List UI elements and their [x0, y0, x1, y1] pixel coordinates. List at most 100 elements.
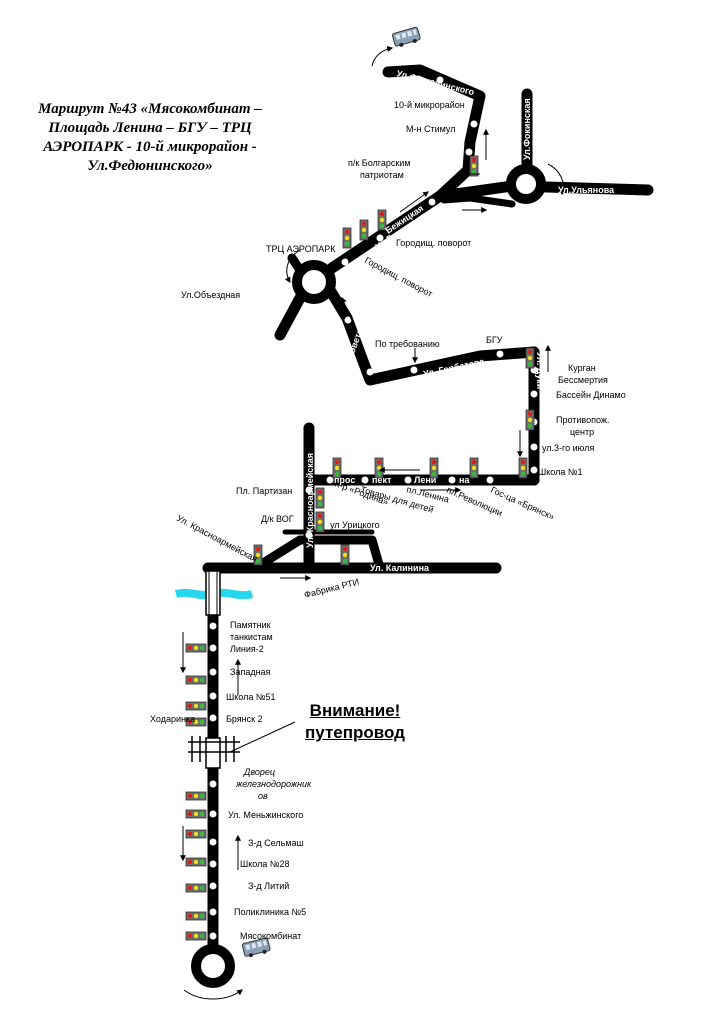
traffic-light	[315, 487, 325, 509]
traffic-light-lamp	[471, 163, 477, 169]
traffic-light-lamp	[431, 465, 437, 471]
traffic-light-lamp	[199, 913, 205, 919]
traffic-light-lamp	[199, 811, 205, 817]
traffic-light	[253, 544, 263, 566]
traffic-light	[342, 227, 352, 249]
traffic-light-lamp	[187, 677, 193, 683]
stop-selmash	[209, 838, 217, 846]
stop-shkola51	[209, 692, 217, 700]
traffic-light	[518, 457, 528, 479]
stop-dk-vog	[296, 518, 304, 526]
ulyanova-ring	[506, 164, 546, 204]
stop-po-trebovaniyu	[410, 366, 418, 374]
traffic-light-lamp	[471, 465, 477, 471]
traffic-light-lamp	[379, 211, 385, 217]
label-selmash: З-д Сельмаш	[248, 838, 304, 848]
traffic-light	[377, 209, 387, 231]
traffic-light	[185, 809, 207, 819]
traffic-light-lamp	[361, 227, 367, 233]
label-bolgar-2: патриотам	[360, 170, 404, 180]
bus-icon-south	[241, 937, 271, 958]
label-pamyatnik-1: Памятник	[230, 620, 271, 630]
traffic-light	[185, 829, 207, 839]
traffic-light-lamp	[187, 793, 193, 799]
traffic-light-lamp	[342, 546, 348, 552]
terminal-ring	[191, 944, 235, 988]
arrow-aeropark-turn	[284, 249, 301, 284]
label-10mkr: 10-й микрорайон	[394, 100, 465, 110]
traffic-light-lamp	[379, 223, 385, 229]
bus-icon-north	[391, 26, 421, 47]
traffic-light-lamp	[187, 933, 193, 939]
traffic-light-lamp	[199, 885, 205, 891]
traffic-light-lamp	[334, 459, 340, 465]
street-ulyanova: Ул.Ульянова	[558, 185, 615, 195]
arrow-north-turn	[371, 46, 394, 67]
stop-bryansk2	[209, 714, 217, 722]
label-protivopozh-2: центр	[570, 427, 594, 437]
direction-arrows	[180, 46, 567, 1000]
stop-bgu	[496, 350, 504, 358]
traffic-light	[525, 347, 535, 369]
stop-bryansk-hotel	[486, 476, 494, 484]
street-prospekt-2: пект	[372, 475, 392, 485]
street-prospekt-3: Лени	[414, 475, 436, 485]
traffic-light-lamp	[193, 913, 199, 919]
traffic-light	[469, 155, 479, 177]
traffic-light-lamp	[317, 501, 323, 507]
stop-iyulya	[530, 443, 538, 451]
traffic-light-lamp	[193, 645, 199, 651]
traffic-light-lamp	[520, 465, 526, 471]
traffic-light-lamp	[187, 859, 193, 865]
traffic-light-lamp	[199, 677, 205, 683]
traffic-light-lamp	[527, 411, 533, 417]
road-sovetskaya	[324, 284, 353, 324]
traffic-light-lamp	[199, 645, 205, 651]
traffic-light-lamp	[527, 349, 533, 355]
traffic-light-lamp	[334, 465, 340, 471]
traffic-light	[185, 791, 207, 801]
traffic-light-lamp	[193, 703, 199, 709]
traffic-light-lamp	[187, 831, 193, 837]
traffic-light-lamp	[520, 471, 526, 477]
road-obezdnaya	[274, 292, 306, 341]
route-title-line-2: Площадь Ленина – БГУ – ТРЦ	[48, 120, 252, 136]
label-stimul: М-н Стимул	[406, 124, 455, 134]
label-aeropark: ТРЦ АЭРОПАРК	[266, 244, 336, 254]
traffic-light-lamp	[255, 558, 261, 564]
traffic-light-lamp	[193, 793, 199, 799]
traffic-light-lamp	[520, 459, 526, 465]
traffic-light-lamp	[317, 513, 323, 519]
street-kalinina: Ул. Калинина	[370, 563, 430, 573]
traffic-light-lamp	[471, 157, 477, 163]
traffic-light-lamp	[199, 793, 205, 799]
arrow-sovetskaya	[341, 296, 357, 331]
traffic-light	[340, 544, 350, 566]
stop-bezhitskaya	[376, 234, 384, 242]
traffic-light	[359, 219, 369, 241]
label-hodarinka: Ходаринка	[150, 714, 195, 724]
traffic-light-lamp	[187, 645, 193, 651]
route-title: Маршрут №43 «Мясокомбинат – Площадь Лени…	[14, 100, 286, 176]
label-gorodishch-1: Городищ. поворот	[396, 238, 471, 248]
stop-sovetskaya	[344, 316, 352, 324]
traffic-light-lamp	[344, 229, 350, 235]
stop-tovary	[361, 476, 369, 484]
road-to-ulyanova	[434, 180, 654, 202]
river-bridge	[205, 570, 221, 616]
stop-poliklinika5	[209, 908, 217, 916]
traffic-light	[469, 457, 479, 479]
label-shkola51: Школа №51	[226, 692, 276, 702]
arrow-bezhitskaya	[399, 191, 429, 213]
route-title-line-1: Маршрут №43 «Мясокомбинат –	[38, 101, 262, 117]
stop-rodina	[326, 476, 334, 484]
label-bgu: БГУ	[486, 335, 503, 345]
aeropark-ring	[292, 260, 336, 304]
traffic-light-lamp	[317, 489, 323, 495]
traffic-light	[332, 457, 342, 479]
street-krasnoarmeyskaya-v: Ул. Красноармейская	[305, 453, 315, 548]
label-obezdnaya: Ул.Объездная	[181, 290, 240, 300]
label-fabrika-rti: Фабрика РТИ	[303, 577, 360, 600]
stop-pl-revolyutsii	[448, 476, 456, 484]
warning-line-2: путепровод	[305, 723, 405, 742]
